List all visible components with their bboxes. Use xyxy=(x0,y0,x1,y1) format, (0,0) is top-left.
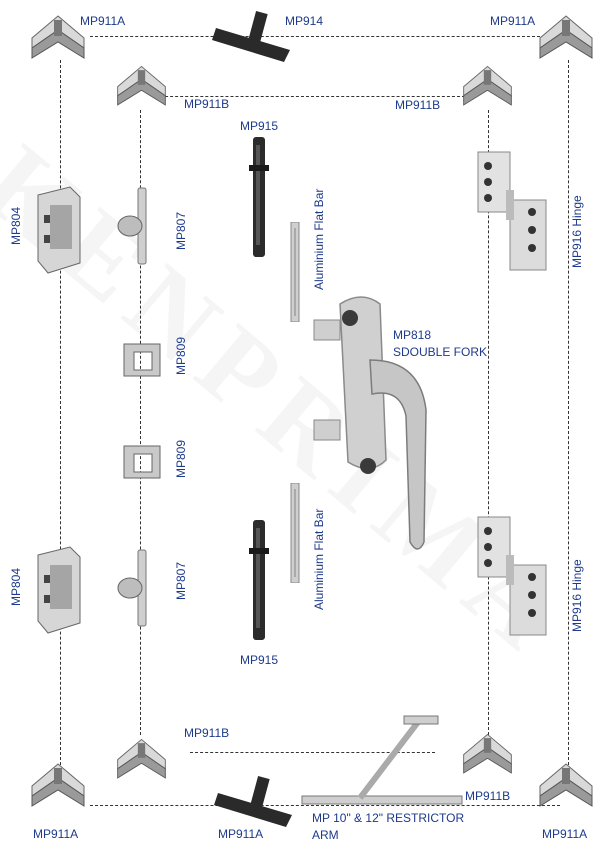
label-mp911b-top-left: MP911B xyxy=(184,98,229,111)
corner-bracket-mp911a-top-right xyxy=(536,12,596,67)
label-mp916-bottom: MP916 Hinge xyxy=(571,559,584,632)
corner-bracket-mp911b-top-left xyxy=(114,62,169,114)
corner-bracket-mp911b-bottom-left xyxy=(114,735,169,787)
label-mp911a-top-right: MP911A xyxy=(490,15,535,28)
label-mp911b-top-right: MP911B xyxy=(395,99,440,112)
corner-bracket-mp911b-top-right xyxy=(460,62,515,114)
dash-outer-top xyxy=(90,36,540,37)
label-mp911b-bottom-right: MP911B xyxy=(465,790,510,803)
aluminium-flat-bar-top-part xyxy=(288,222,302,322)
label-mp915-top: MP915 xyxy=(240,120,278,133)
label-mp911a-bottom-mid: MP911A xyxy=(218,828,263,841)
mp916-hinge-top-part xyxy=(470,150,555,275)
mp911a-bottom-striker-part xyxy=(212,775,302,830)
mp807-pin-bottom-part xyxy=(114,548,159,628)
label-mp915-bottom: MP915 xyxy=(240,654,278,667)
corner-bracket-mp911a-bottom-right xyxy=(536,760,596,815)
label-mp911a-bottom-left: MP911A xyxy=(33,828,78,841)
mp807-pin-top-part xyxy=(114,186,159,266)
label-mp916-top: MP916 Hinge xyxy=(571,195,584,268)
label-mp911a-top-left: MP911A xyxy=(80,15,125,28)
corner-bracket-mp911a-top-left xyxy=(28,12,88,67)
mp809-keeper-b-part xyxy=(120,442,165,482)
label-mp804-top: MP804 xyxy=(10,207,23,245)
dash-outer-left xyxy=(60,60,61,770)
label-mp807-top: MP807 xyxy=(175,212,188,250)
label-mp809-a: MP809 xyxy=(175,337,188,375)
mp804-block-bottom-part xyxy=(30,545,85,635)
aluminium-flat-bar-bottom-part xyxy=(288,483,302,583)
label-flat-bar-bottom: Aluminium Flat Bar xyxy=(313,509,326,610)
label-restrictor-line1: MP 10" & 12" RESTRICTOR xyxy=(312,812,464,825)
label-mp804-bottom: MP804 xyxy=(10,568,23,606)
mp915-rod-top-part xyxy=(245,135,275,260)
label-mp809-b: MP809 xyxy=(175,440,188,478)
label-sdouble-fork: SDOUBLE FORK xyxy=(393,346,487,359)
label-mp911b-bottom-left: MP911B xyxy=(184,727,229,740)
mp804-block-top-part xyxy=(30,185,85,275)
mp915-rod-bottom-part xyxy=(245,518,275,643)
label-restrictor-line2: ARM xyxy=(312,829,339,842)
mp916-hinge-bottom-part xyxy=(470,515,555,640)
label-mp807-bottom: MP807 xyxy=(175,562,188,600)
label-mp911a-bottom-right: MP911A xyxy=(542,828,587,841)
label-mp818: MP818 xyxy=(393,329,431,342)
mp809-keeper-a-part xyxy=(120,340,165,380)
restrictor-arm-part xyxy=(300,712,470,812)
label-mp914: MP914 xyxy=(285,15,323,28)
dash-outer-right xyxy=(568,60,569,770)
corner-bracket-mp911a-bottom-left xyxy=(28,760,88,815)
label-flat-bar-top: Aluminium Flat Bar xyxy=(313,189,326,290)
